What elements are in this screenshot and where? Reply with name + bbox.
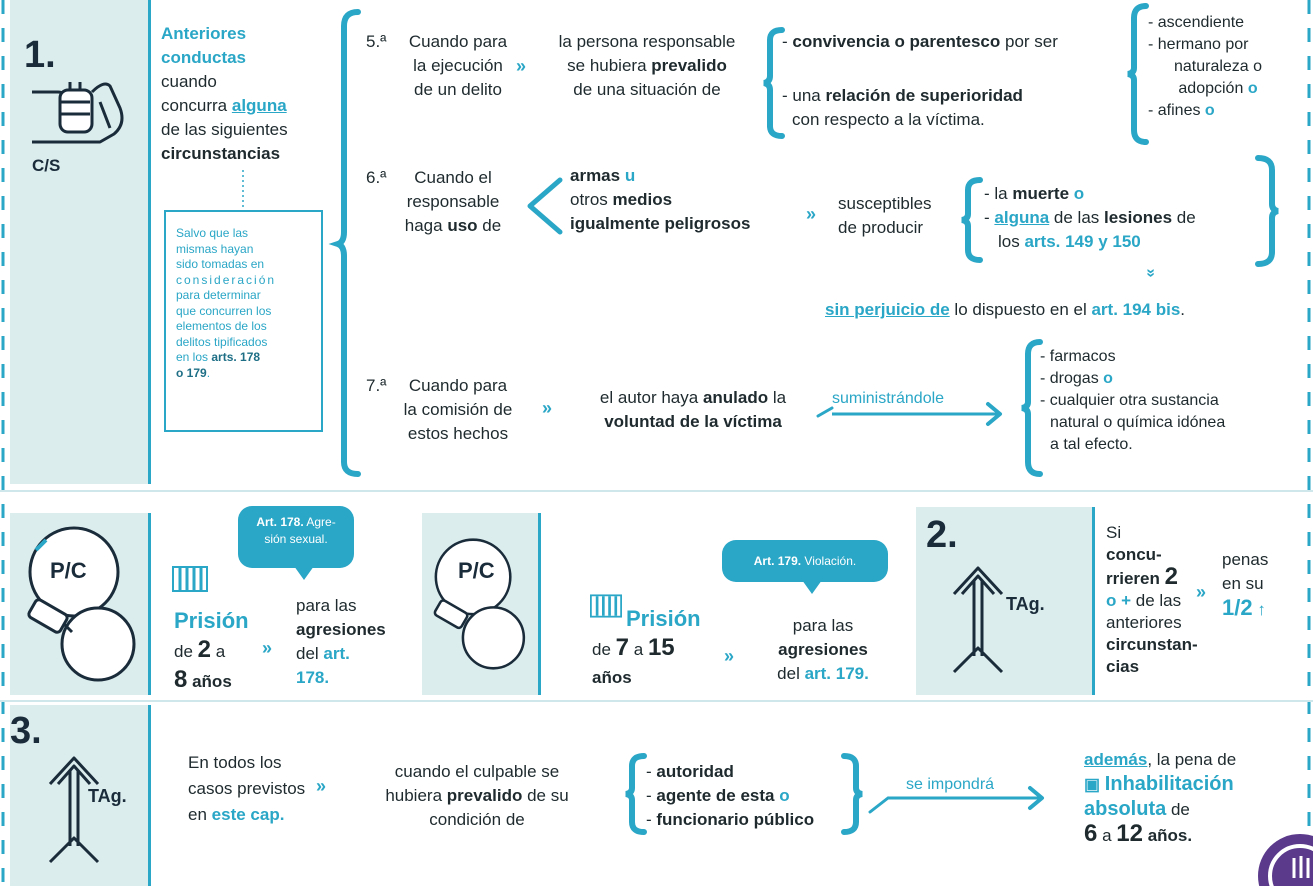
c5-middle: la persona responsable se hubiera preval… (558, 32, 736, 99)
section3-arrow-icon: » (316, 776, 327, 796)
section1-circunstancias: circunstancias (161, 144, 281, 163)
arrow-up-icon: ↑ (1257, 600, 1266, 619)
salvo-note-box (164, 210, 323, 432)
c5-relatives: - ascendiente - hermano por naturaleza o… (1148, 14, 1263, 119)
c5-intro: Cuando para la ejecución de un delito (408, 32, 508, 99)
panel-section1-icon (10, 0, 150, 484)
section3-intro: En todos los casos previstos en este cap… (188, 753, 306, 824)
c5-num: 5.ª (366, 32, 387, 51)
c6-susceptibles: susceptibles de producir (838, 194, 932, 237)
c6-arrow-icon: » (806, 204, 817, 224)
left-dashed-rule (1, 0, 5, 886)
c7-suministrandole: suministrándole (832, 390, 945, 407)
arrow-icon-row2-1: » (262, 638, 273, 658)
prision-range-2: de 7 a 15 años (592, 634, 675, 687)
right-edge-rule (1307, 0, 1311, 886)
main-brace (328, 9, 361, 477)
c7-brace (1021, 339, 1043, 477)
c6-left-brace (961, 177, 983, 263)
c6-down-arrow-icon: » (1142, 268, 1160, 278)
briefcase-icon: ▣ (1084, 775, 1101, 794)
row-separator-2 (0, 700, 1313, 702)
section3-penalty: además, la pena de ▣ Inhabilitación abso… (1084, 750, 1237, 847)
salvo-note: Salvo que las mismas hayan sido tomadas … (176, 226, 277, 380)
pc-label-1: P/C (50, 558, 87, 583)
panel-section3 (10, 705, 150, 886)
c6-sin-perjuicio: sin perjuicio de lo dispuesto en el art.… (825, 300, 1186, 319)
section2-arrow-icon: » (1196, 582, 1207, 602)
handcuffs-icon-1 (27, 526, 136, 682)
divider-section2 (1092, 507, 1095, 695)
prison-icon-1 (172, 566, 208, 592)
c6-num: 6.ª (366, 168, 387, 187)
section1-title-2: conductas (161, 48, 247, 67)
section1-title-1: Anteriores (161, 24, 247, 43)
section3-number: 3. (10, 710, 42, 752)
section1-alguna: alguna (231, 96, 287, 115)
section2-tag: TAg. (1006, 594, 1045, 614)
c5-arrow-icon: » (516, 56, 527, 76)
c6-results: - la muerte o - alguna de las lesiones d… (984, 184, 1196, 251)
c7-arrow-icon: » (542, 398, 553, 418)
section1-concurra: concurra (161, 96, 228, 115)
section1-text: Anteriores conductas cuando concurra alg… (161, 22, 311, 166)
c7-substances: - farmacos - drogas o - cualquier otra s… (1040, 348, 1226, 453)
c6-intro: Cuando el responsable haga uso de (404, 168, 502, 235)
para-agresiones-178: para las agresiones del art. 178. (296, 596, 386, 687)
prison-icon-2 (590, 594, 622, 618)
divider-pc-2 (538, 513, 541, 695)
row-separator-1 (0, 490, 1313, 492)
para-agresiones-179: para las agresiones del art. 179. (777, 616, 869, 683)
c5-option1: - convivencia o parentesco por ser (782, 32, 1058, 51)
double-arrow-up-icon-2 (952, 566, 1004, 674)
arrow-icon-row2-2: » (724, 646, 735, 666)
c6-chevron-brace (527, 177, 563, 235)
divider-pc-1 (148, 513, 151, 695)
bubble-art178: Art. 178. Agre- sión sexual. (238, 506, 354, 580)
se-impondra: se impondrá (906, 776, 995, 793)
c7-intro: Cuando para la comisión de estos hechos (403, 376, 513, 443)
handcuffs-icon-2 (433, 538, 526, 670)
c7-arrow (816, 402, 1002, 426)
c5-relatives-brace (1127, 3, 1149, 145)
divider-section3 (148, 705, 151, 886)
section1-cuando: cuando (161, 72, 217, 91)
pc-label-2: P/C (458, 558, 495, 583)
c5-option2: - una relación de superioridad con respe… (782, 86, 1023, 129)
prision-label-2: Prisión (626, 606, 701, 631)
panel-section2 (916, 507, 1094, 695)
section3-tag: TAg. (88, 786, 127, 806)
section2-text: Si concu- rrieren 2 o + de las anteriore… (1106, 523, 1198, 676)
divider-section1 (148, 0, 151, 484)
section3-middle: cuando el culpable se hubiera prevalido … (385, 762, 569, 829)
bubble-art179: Art. 179. Violación. (722, 540, 888, 594)
section3-list: - autoridad - agente de esta o - funcion… (646, 762, 815, 829)
logo-icon (1258, 834, 1313, 886)
c7-num: 7.ª (366, 376, 387, 395)
section2-penas: penas en su 1/2 ↑ (1222, 550, 1269, 620)
c6-weapons: armas u otros medios igualmente peligros… (570, 166, 751, 233)
prision-label-1: Prisión (174, 608, 249, 633)
section3-right-brace (841, 753, 863, 835)
fist-hand-icon (32, 82, 124, 144)
section1-number: 1. (24, 34, 56, 76)
c7-middle: el autor haya anulado la voluntad de la … (599, 388, 787, 431)
double-arrow-up-icon-3 (48, 756, 100, 864)
c5-brace (763, 27, 785, 139)
section2-number: 2. (926, 514, 958, 556)
section1-icon-label: C/S (32, 156, 61, 175)
c6-right-brace (1255, 155, 1279, 267)
section1-de-las: de las siguientes (161, 120, 288, 139)
dotted-connector (242, 170, 244, 210)
prision-range-1: de 2 a 8 años (174, 636, 232, 693)
section3-left-brace (625, 753, 647, 835)
section3-arrow (868, 786, 1044, 814)
